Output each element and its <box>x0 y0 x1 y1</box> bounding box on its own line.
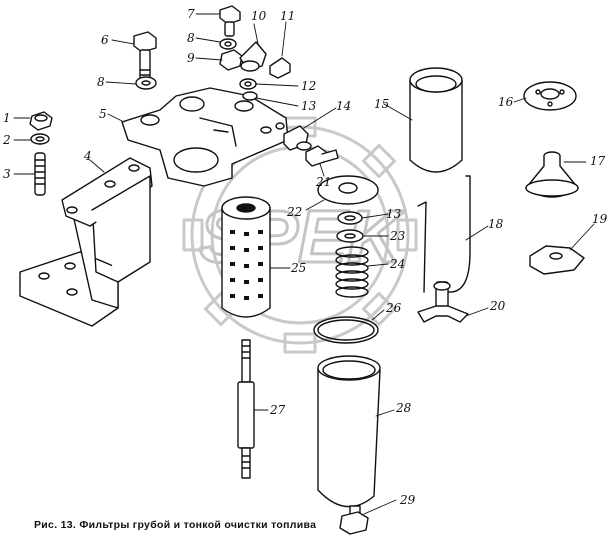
part-14-fitting <box>283 125 312 151</box>
callout-2: 2 <box>3 133 11 147</box>
part-9-nut <box>219 49 243 71</box>
part-21-bolt <box>305 145 339 167</box>
part-8-washer-upper <box>219 38 237 50</box>
part-25-filter-element <box>221 196 271 318</box>
part-2-washer <box>30 133 50 145</box>
part-26-seal-ring <box>313 316 379 344</box>
part-28-filter-housing <box>317 355 381 508</box>
callout-25: 25 <box>291 261 307 275</box>
leader-lines <box>13 13 595 515</box>
callout-5: 5 <box>99 107 107 121</box>
part-12-washer <box>239 78 257 90</box>
figure-caption: Рис. 13. Фильтры грубой и тонкой очистки… <box>34 519 317 531</box>
callout-6: 6 <box>101 33 109 47</box>
part-10-cap-nut <box>239 41 267 72</box>
part-23-washer <box>336 229 364 243</box>
callout-7: 7 <box>187 7 195 21</box>
callout-18: 18 <box>488 217 504 231</box>
callout-4: 4 <box>84 149 92 163</box>
callout-17: 17 <box>590 154 606 168</box>
callout-20: 20 <box>490 299 506 313</box>
part-3-stud <box>34 152 46 196</box>
part-1-nut <box>29 111 53 131</box>
callout-9: 9 <box>187 51 195 65</box>
callout-24: 24 <box>390 257 406 271</box>
callout-26: 26 <box>386 301 402 315</box>
part-6-bolt <box>133 31 157 85</box>
part-19-deflector <box>529 245 585 275</box>
part-17-cone <box>525 151 579 198</box>
callout-22: 22 <box>287 205 303 219</box>
part-24-spring <box>335 246 369 298</box>
callout-10: 10 <box>251 9 267 23</box>
callout-14: 14 <box>336 99 352 113</box>
callout-8-lower: 8 <box>97 75 105 89</box>
callout-11: 11 <box>280 9 296 23</box>
callout-27: 27 <box>270 403 286 417</box>
part-22-top-plate <box>317 175 379 205</box>
callout-21: 21 <box>316 175 332 189</box>
part-7-bolt <box>219 5 241 37</box>
part-11-plug <box>269 57 291 79</box>
callout-3: 3 <box>3 167 11 181</box>
callout-29: 29 <box>400 493 416 507</box>
part-20-wing-bolt <box>417 281 469 323</box>
part-27-center-rod <box>237 339 255 479</box>
part-8-washer-lower <box>135 76 157 90</box>
callout-8-upper: 8 <box>187 31 195 45</box>
callout-13-upper: 13 <box>301 99 317 113</box>
part-18-clamp <box>417 175 471 293</box>
callout-16: 16 <box>498 95 514 109</box>
callout-15: 15 <box>374 97 390 111</box>
part-13-washer-upper <box>242 91 258 101</box>
callout-28: 28 <box>396 401 412 415</box>
callout-19: 19 <box>592 212 608 226</box>
part-29-drain-plug <box>339 505 369 535</box>
callout-12: 12 <box>301 79 317 93</box>
part-13-washer-lower <box>337 211 363 225</box>
callout-23: 23 <box>390 229 406 243</box>
callout-13-lower: 13 <box>386 207 402 221</box>
part-4-bracket <box>19 157 153 327</box>
part-15-filter-bowl <box>409 67 463 173</box>
callout-1: 1 <box>3 111 11 125</box>
part-5-filter-head <box>121 87 289 187</box>
part-16-disc <box>523 81 577 111</box>
